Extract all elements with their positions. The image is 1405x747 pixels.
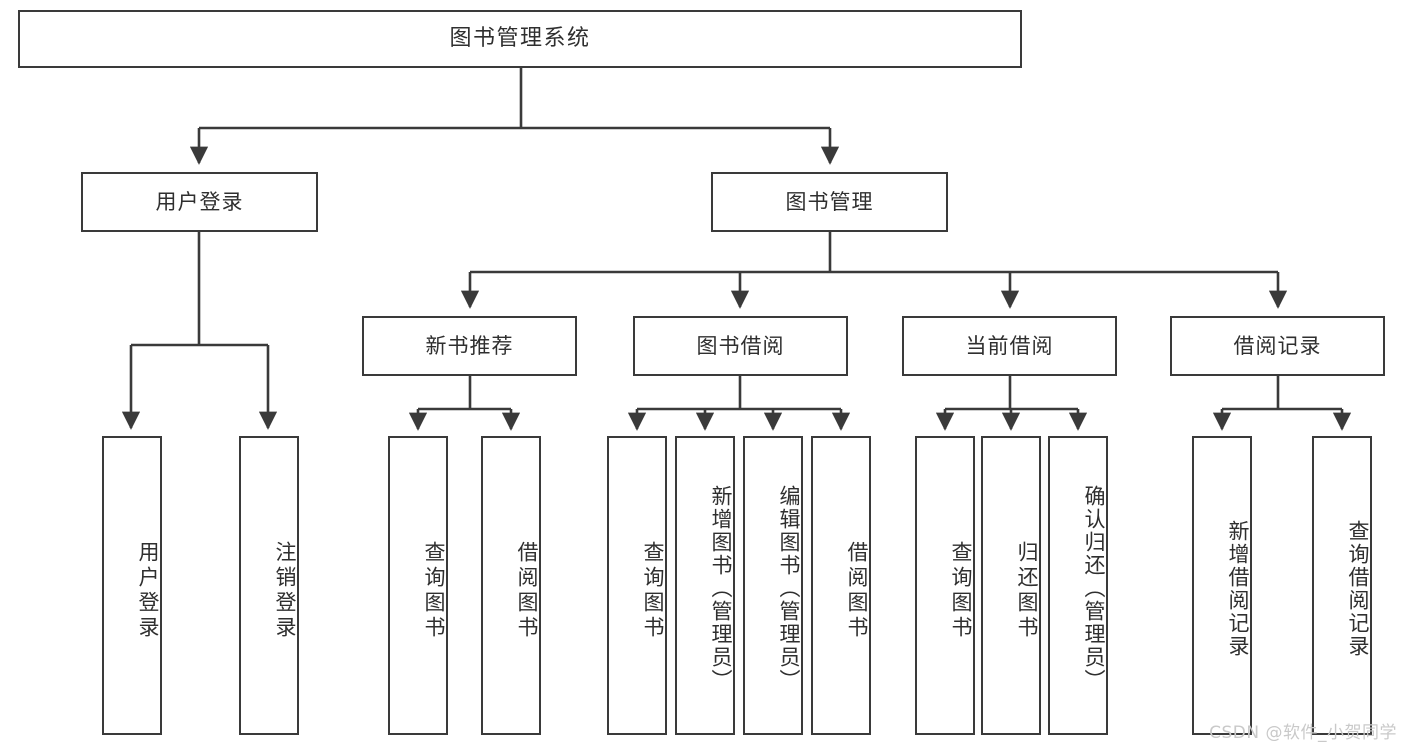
node-leaf-add-record-label: 新增借阅记录 [1226, 519, 1250, 658]
node-leaf-query-book-1[interactable]: 查询图书 [388, 436, 448, 735]
node-borrow-record[interactable]: 借阅记录 [1170, 316, 1385, 376]
node-leaf-edit-book-label: 编辑图书（管理员） [777, 485, 801, 692]
node-leaf-query-record[interactable]: 查询借阅记录 [1312, 436, 1372, 735]
watermark: CSDN @软件_小贺同学 [1209, 723, 1397, 743]
node-leaf-confirm-return-label: 确认归还（管理员） [1082, 485, 1106, 692]
node-root-label: 图书管理系统 [449, 26, 591, 52]
node-leaf-borrow-book-1[interactable]: 借阅图书 [481, 436, 541, 735]
node-leaf-user-logout-label: 注销登录 [273, 540, 297, 641]
node-leaf-add-record[interactable]: 新增借阅记录 [1192, 436, 1252, 735]
node-root[interactable]: 图书管理系统 [18, 10, 1022, 68]
node-user-login[interactable]: 用户登录 [81, 172, 318, 232]
node-book-borrow-label: 图书借阅 [696, 333, 785, 358]
node-book-manage[interactable]: 图书管理 [711, 172, 948, 232]
node-leaf-user-login[interactable]: 用户登录 [102, 436, 162, 735]
node-borrow-record-label: 借阅记录 [1233, 333, 1322, 358]
node-leaf-borrow-book-2[interactable]: 借阅图书 [811, 436, 871, 735]
node-leaf-add-book[interactable]: 新增图书（管理员） [675, 436, 735, 735]
node-leaf-query-book-2-label: 查询图书 [641, 540, 665, 641]
node-user-login-label: 用户登录 [155, 189, 244, 214]
node-leaf-confirm-return[interactable]: 确认归还（管理员） [1048, 436, 1108, 735]
node-leaf-add-book-label: 新增图书（管理员） [709, 485, 733, 692]
node-leaf-return-book-label: 归还图书 [1015, 540, 1039, 641]
node-book-borrow[interactable]: 图书借阅 [633, 316, 848, 376]
node-leaf-borrow-book-2-label: 借阅图书 [845, 540, 869, 641]
node-leaf-query-book-2[interactable]: 查询图书 [607, 436, 667, 735]
node-leaf-borrow-book-1-label: 借阅图书 [515, 540, 539, 641]
node-current-borrow-label: 当前借阅 [965, 333, 1054, 358]
node-current-borrow[interactable]: 当前借阅 [902, 316, 1117, 376]
node-leaf-query-record-label: 查询借阅记录 [1346, 519, 1370, 658]
node-new-book-recommend[interactable]: 新书推荐 [362, 316, 577, 376]
node-leaf-query-book-3-label: 查询图书 [949, 540, 973, 641]
node-leaf-return-book[interactable]: 归还图书 [981, 436, 1041, 735]
node-leaf-user-logout[interactable]: 注销登录 [239, 436, 299, 735]
node-book-manage-label: 图书管理 [785, 189, 874, 214]
node-leaf-query-book-3[interactable]: 查询图书 [915, 436, 975, 735]
node-new-book-recommend-label: 新书推荐 [425, 333, 514, 358]
node-leaf-user-login-label: 用户登录 [136, 540, 160, 641]
node-leaf-query-book-1-label: 查询图书 [422, 540, 446, 641]
node-leaf-edit-book[interactable]: 编辑图书（管理员） [743, 436, 803, 735]
